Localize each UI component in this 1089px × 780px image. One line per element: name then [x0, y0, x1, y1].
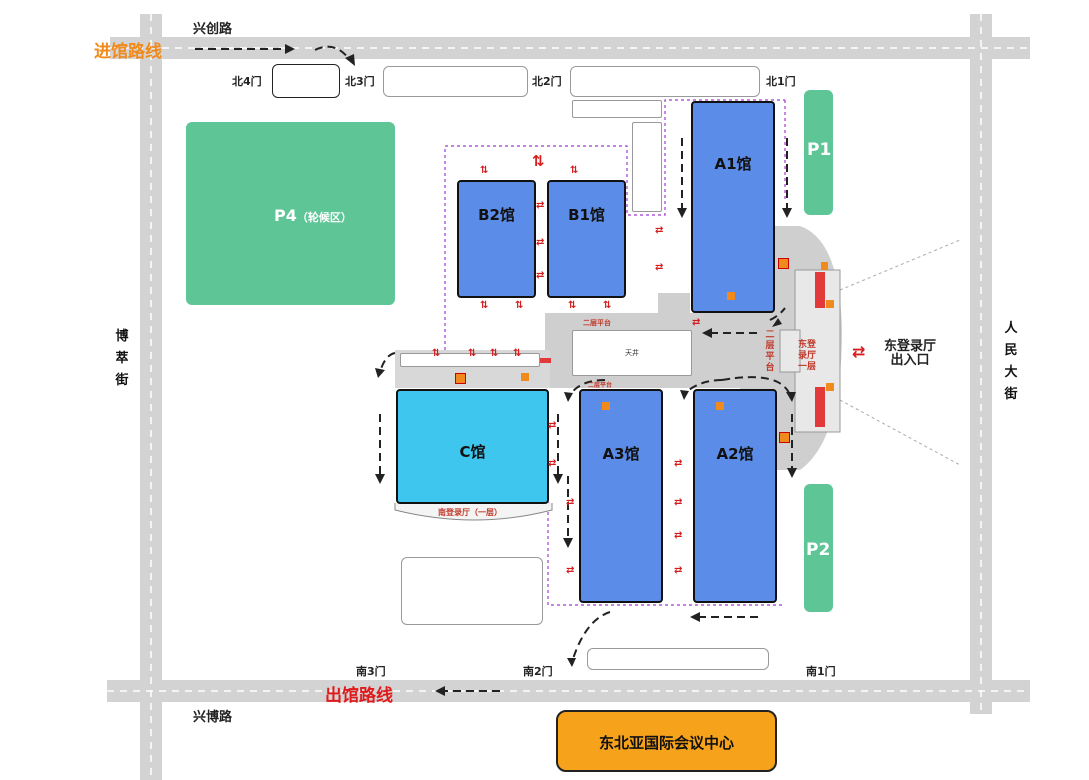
escalator-icon	[716, 402, 724, 410]
road-label-north: 兴创路	[193, 22, 233, 37]
building-box	[587, 648, 769, 670]
double-arrow-icon: ⇅	[480, 300, 489, 311]
walking-routes	[195, 45, 793, 692]
gate-south2: 南2门	[523, 665, 553, 678]
east-hall-vertical-label: 东登录厅一层	[798, 340, 817, 372]
double-arrow-icon: ⇅	[490, 348, 499, 359]
double-arrow-icon: ⇅	[432, 348, 441, 359]
gate-north2: 北2门	[532, 75, 562, 88]
double-arrow-icon: ⇅	[513, 348, 522, 359]
escalator-icon	[521, 373, 529, 381]
bidirectional-arrow-icon: ⇄	[852, 342, 866, 361]
hall-b1[interactable]: B1馆	[547, 180, 626, 298]
gate-north3: 北3门	[345, 75, 375, 88]
entry-route-label: 进馆路线	[94, 42, 162, 62]
double-arrow-icon: ⇄	[566, 497, 575, 508]
double-arrow-icon: ⇅	[468, 348, 477, 359]
gate-north4: 北4门	[232, 75, 262, 88]
building-box	[572, 100, 662, 118]
road-label-south: 兴博路	[193, 710, 233, 725]
building-box	[401, 557, 543, 625]
hall-a1[interactable]: A1馆	[691, 101, 775, 313]
road-label-east: 人民大街	[1004, 321, 1018, 402]
double-arrow-icon: ⇄	[548, 420, 557, 431]
hall-c[interactable]: C馆	[396, 389, 549, 504]
double-arrow-icon: ⇅	[532, 152, 545, 170]
double-arrow-icon: ⇄	[674, 458, 683, 469]
double-arrow-icon: ⇅	[568, 300, 577, 311]
platform-label-vertical: 二层平台	[765, 330, 775, 373]
corridor-box	[400, 353, 540, 367]
road-network	[107, 14, 1030, 780]
info-icon	[821, 262, 828, 270]
double-arrow-icon: ⇄	[548, 458, 557, 469]
parking-p1: P1	[804, 90, 833, 215]
hall-a3[interactable]: A3馆	[579, 389, 663, 603]
double-arrow-icon: ⇄	[536, 200, 545, 211]
double-arrow-icon: ⇄	[674, 565, 683, 576]
gate-box-north4	[272, 64, 340, 98]
gate-south3: 南3门	[356, 665, 386, 678]
south-hall-label: 南登录厅（一层）	[438, 508, 502, 517]
double-arrow-icon: ⇄	[692, 317, 701, 328]
hall-b2[interactable]: B2馆	[457, 180, 536, 298]
double-arrow-icon: ⇅	[480, 165, 489, 176]
toilet-icon	[455, 373, 466, 384]
toilet-icon	[779, 432, 790, 443]
venue-name-banner: 东北亚国际会议中心	[556, 710, 777, 772]
building-box	[632, 122, 662, 212]
double-arrow-icon: ⇄	[536, 270, 545, 281]
double-arrow-icon: ⇄	[566, 565, 575, 576]
double-arrow-icon: ⇅	[515, 300, 524, 311]
parking-p4: P4（轮候区）	[186, 122, 395, 305]
atrium-box: 天井	[572, 330, 692, 376]
road-label-west: 博萃街	[115, 329, 129, 388]
gate-north1: 北1门	[766, 75, 796, 88]
double-arrow-icon: ⇄	[655, 225, 664, 236]
double-arrow-icon: ⇅	[603, 300, 612, 311]
east-hall-exit-label: 东登录厅 出入口	[884, 339, 937, 368]
exit-route-label: 出馆路线	[325, 686, 393, 706]
double-arrow-icon: ⇄	[655, 262, 664, 273]
double-arrow-icon: ⇅	[570, 165, 579, 176]
escalator-icon	[826, 300, 834, 308]
platform-label-small: 二层平台	[588, 382, 613, 389]
building-box	[570, 66, 760, 97]
escalator-icon	[727, 292, 735, 300]
platform-label-top: 二层平台	[583, 319, 611, 327]
double-arrow-icon: ⇄	[674, 497, 683, 508]
arrowheads	[285, 44, 797, 696]
escalator-icon	[826, 383, 834, 391]
hall-a2[interactable]: A2馆	[693, 389, 777, 603]
building-box	[383, 66, 528, 97]
double-arrow-icon: ⇄	[536, 237, 545, 248]
gate-south1: 南1门	[806, 665, 836, 678]
double-arrow-icon: ⇄	[674, 530, 683, 541]
parking-p2: P2	[804, 484, 833, 612]
escalator-icon	[602, 402, 610, 410]
toilet-icon	[778, 258, 789, 269]
